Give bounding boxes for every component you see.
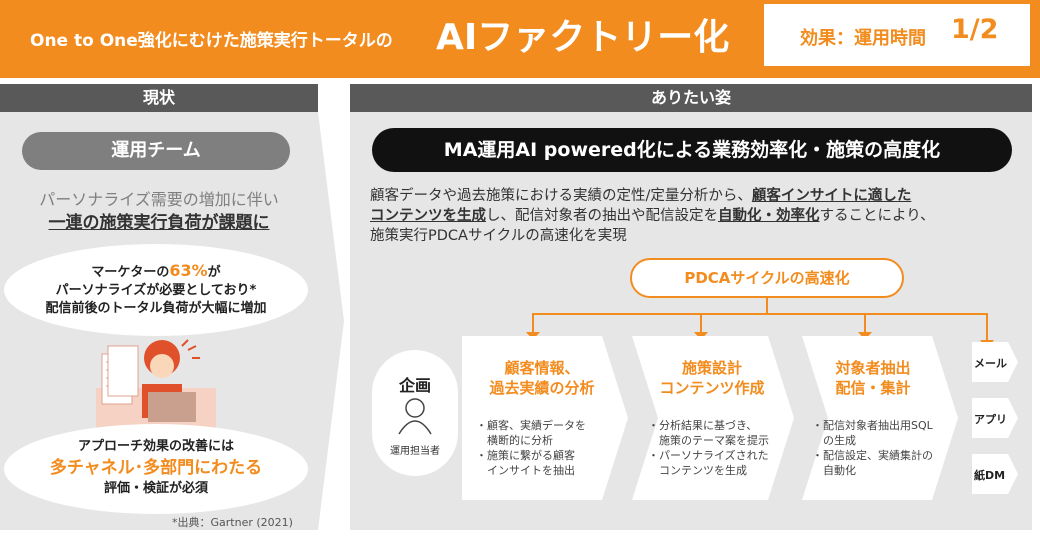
bubble1-text: マーケターの63%が パーソナライズが必要としており* 配信前後のトータル負荷が… [45,261,267,317]
pdca-stem [766,298,768,314]
header-subtitle: One to One強化にむけた施策実行トータルの [30,31,393,51]
effect-value: 1/2 [951,14,999,45]
planning-role: 運用担当者 [390,446,440,457]
step2-title: 施策設計 コンテンツ作成 [659,359,765,397]
transition-arrow [300,112,344,530]
bubble2-text: アプローチ効果の改善には 多チャネル･多部門にわたる 評価・検証が必須 [4,438,308,498]
step3-title: 対象者抽出 配信・集計 [835,359,911,397]
user-icon [398,398,432,435]
source-note: *出典：Gartner (2021) [172,516,293,529]
banner-title: MA運用AI powered化による業務効率化・施策の高度化 [372,128,1012,172]
pdca-bar [532,313,988,315]
stat-63-percent: 63% [169,261,208,280]
multi-channel-highlight: 多チャネル･多部門にわたる [49,458,263,478]
planning-title: 企画 [398,376,431,395]
step2-body: ・分析結果に基づき、 施策のテーマ案を提示 ・パーソナライズされた コンテンツを… [648,419,769,477]
planning-circle [372,350,458,476]
team-label: 運用チーム [22,132,290,170]
current-line1: パーソナライズ需要の増加に伴い [39,190,279,209]
channel-email: メール [974,357,1007,370]
channel-app: アプリ [974,413,1007,426]
current-heading: 現状 [0,84,318,112]
effect-label: 効果：運用時間 [800,28,926,49]
step3-body: ・配信対象者抽出用SQL の生成 ・配信設定、実績集計の 自動化 [812,419,933,477]
current-line2: 一連の施策実行負荷が課題に [48,213,270,233]
overworked-person-illustration [96,339,216,428]
target-heading: ありたい姿 [350,84,1032,112]
bubble-marketer-load [4,244,308,336]
header-title: AIファクトリー化 [436,17,730,58]
bubble-approach-effect [4,424,308,514]
effect-box [762,2,1032,68]
drop-4 [986,313,988,343]
drop-2 [700,313,702,335]
channel-chevrons [972,342,1018,494]
description: 顧客データや過去施策における実績の定性/定量分析から、顧客インサイトに適した コ… [370,188,935,244]
pdca-label: PDCAサイクルの高速化 [630,258,904,298]
process-chevrons [462,336,958,500]
drop-3 [864,313,866,335]
step1-body: ・顧客、実績データを 横断的に分析 ・施策に繋がる顧客 インサイトを抽出 [476,419,586,477]
drop-1 [532,313,534,335]
step1-title: 顧客情報、 過去実績の分析 [489,359,595,397]
channel-paper-dm: 紙DM [974,469,1006,482]
